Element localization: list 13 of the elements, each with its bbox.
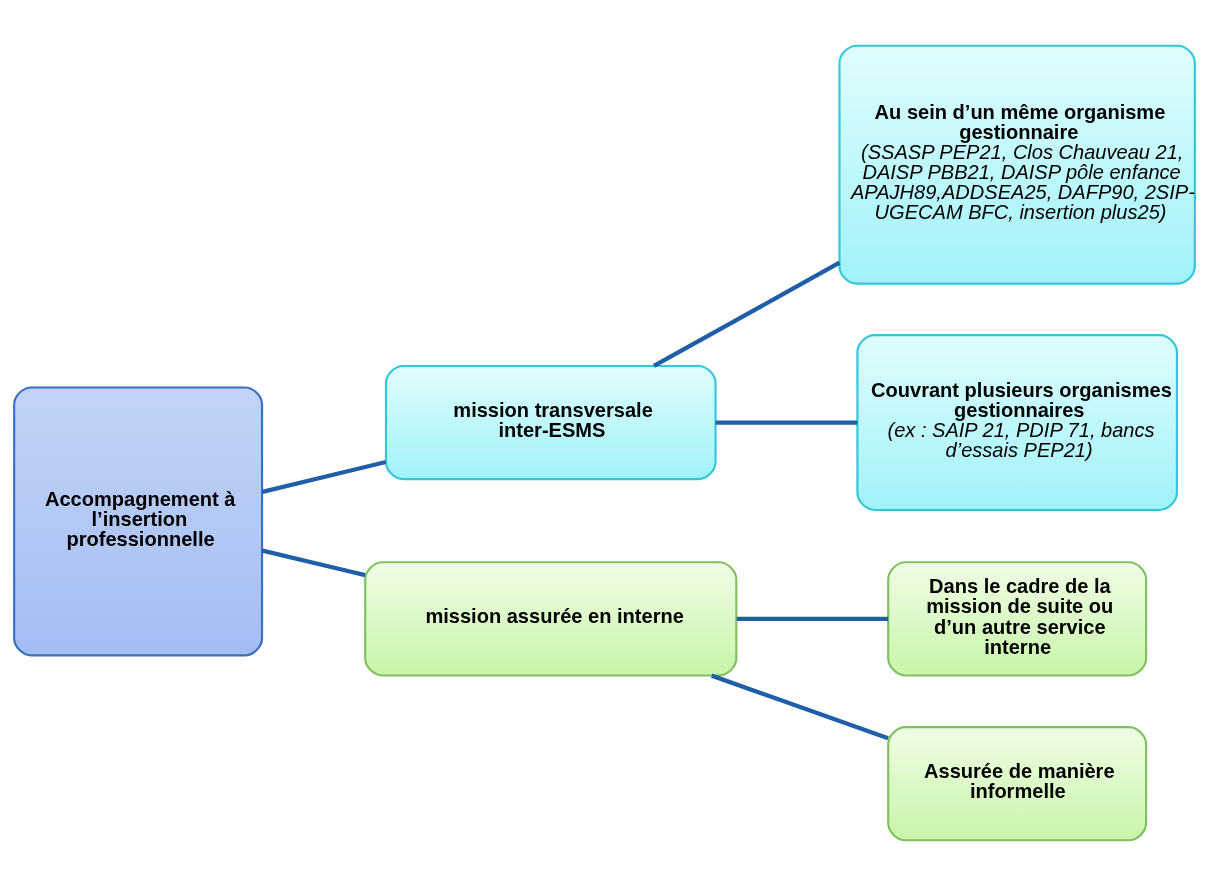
connector [262, 548, 366, 577]
node-box: mission assurée en interne [364, 560, 738, 677]
node-box: Couvrant plusieurs organismes gestionnaires (ex : SAIP 21, PDIP 71, bancs d’essais PEP21) [856, 333, 1178, 511]
node-box: Dans le cadre de la mission de suite ou d’un autre service interne [887, 560, 1148, 677]
node-box: Accompagnement à l’insertion professionnelle [13, 385, 264, 656]
connector [715, 419, 858, 425]
connector [736, 616, 889, 621]
node-box: Au sein d’un même organisme gestionnaire (SSASP PEP21, Clos Chauveau 21, DAISP PBB21, DAISP pôle enfance APAJH89,ADDSEA25, DAFP90, 2SIP- UGECAM BFC, insertion plus25) [838, 44, 1196, 285]
connector [711, 673, 889, 740]
connector [652, 260, 841, 368]
node-box: Assurée de manière informelle [887, 725, 1148, 841]
connector [261, 459, 387, 494]
node-box: mission transversale inter-ESMS [384, 364, 717, 480]
